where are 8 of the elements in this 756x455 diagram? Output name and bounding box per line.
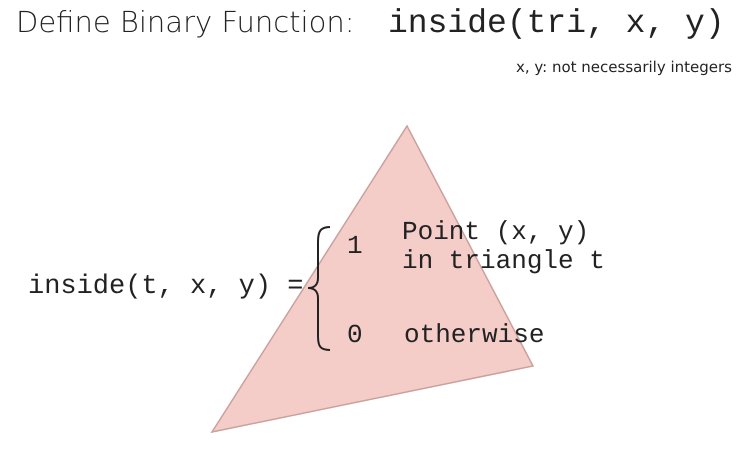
case-value: 0 <box>347 322 363 348</box>
note: x, y: not necessarily integers <box>516 60 732 75</box>
function-call: inside(t, x, y) = <box>28 274 304 301</box>
case-value: 1 <box>347 233 363 259</box>
function-signature: inside(tri, x, y) <box>388 7 725 40</box>
case-condition: Point (x, y) in triangle t <box>402 218 606 276</box>
title: Define Binary Function: <box>16 8 354 37</box>
case-condition: otherwise <box>404 322 544 348</box>
